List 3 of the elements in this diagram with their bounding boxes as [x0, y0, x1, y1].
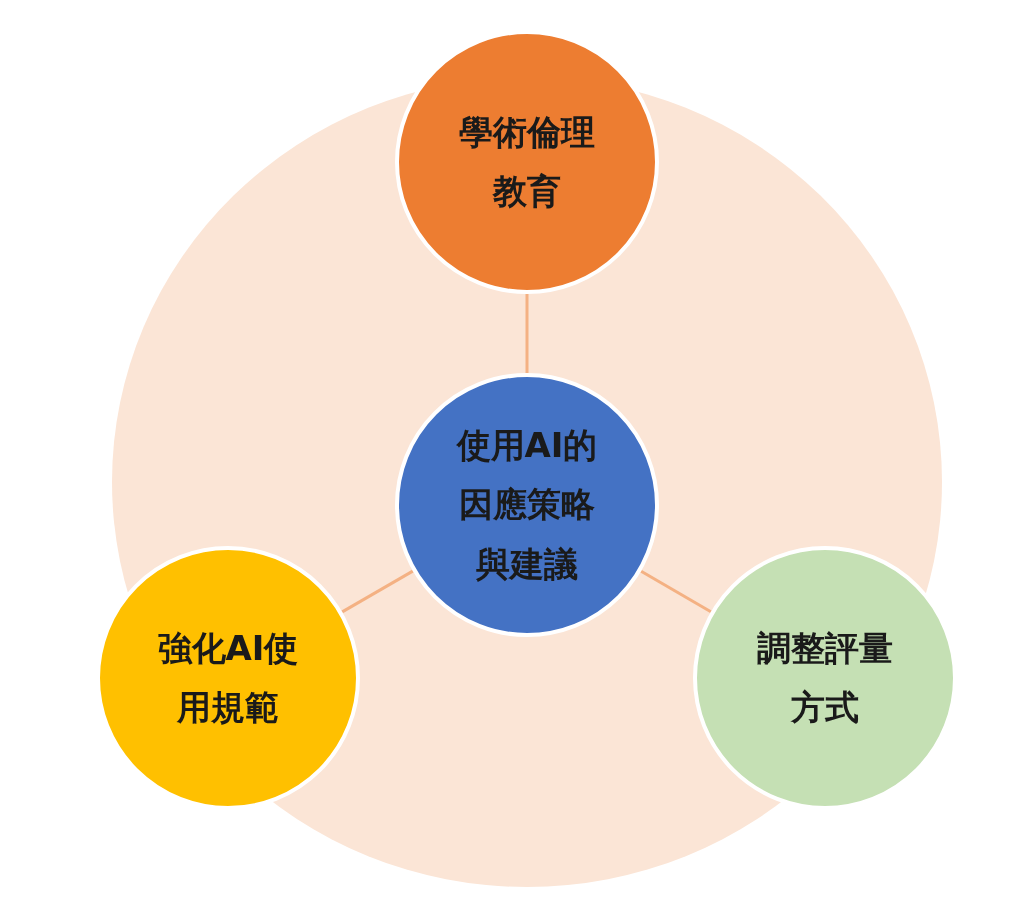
connector-line [525, 294, 529, 373]
connector-line [640, 569, 712, 614]
connector-line [341, 569, 414, 614]
